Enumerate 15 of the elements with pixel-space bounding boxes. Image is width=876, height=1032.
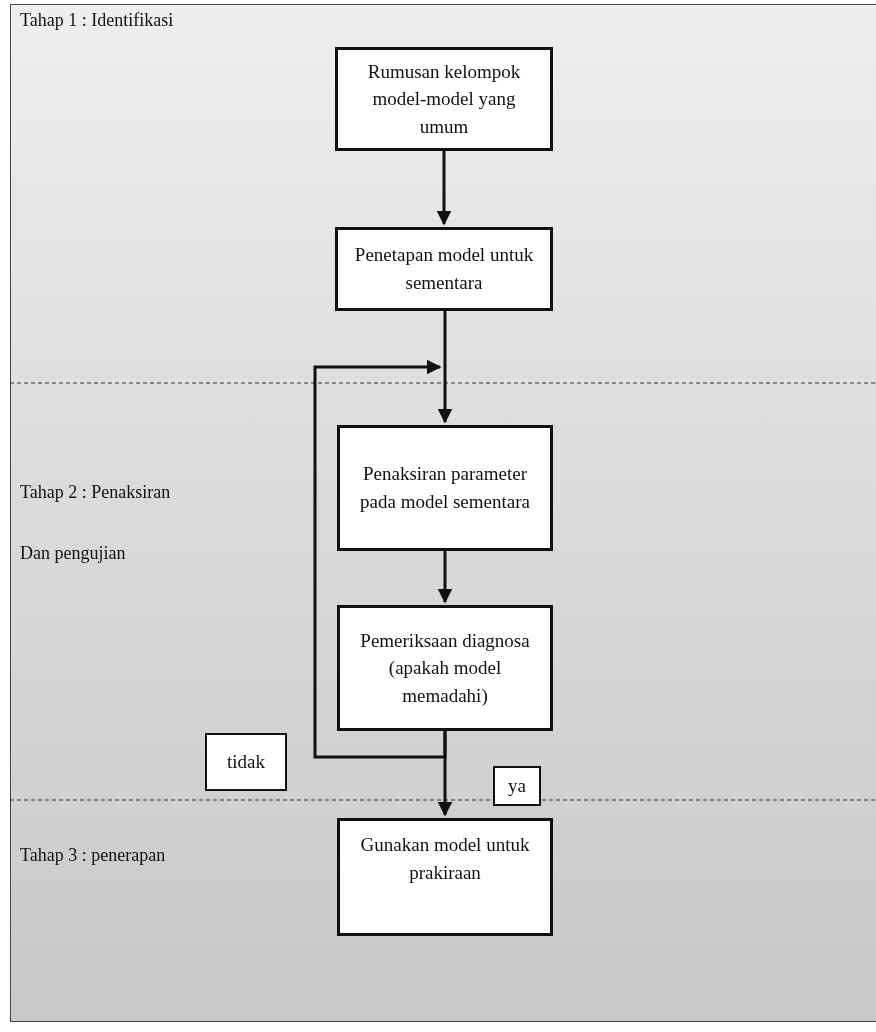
arrow — [437, 311, 453, 424]
arrow — [313, 359, 447, 759]
process-box: Rumusan kelompok model-model yang umum — [335, 47, 553, 151]
process-box: tidak — [205, 733, 287, 791]
stage-label: Tahap 1 : Identifikasi — [20, 10, 174, 31]
stage-label: Tahap 3 : penerapan — [20, 845, 166, 866]
process-box: Penaksiran parameter pada model sementara — [337, 425, 553, 551]
process-box: Gunakan model untuk prakiraan — [337, 818, 553, 936]
process-box: Pemeriksaan diagnosa (apakah model memadahi) — [337, 605, 553, 731]
stage-label: Tahap 2 : Penaksiran — [20, 482, 171, 503]
arrow — [437, 551, 453, 604]
arrow — [436, 151, 452, 226]
process-box: ya — [493, 766, 541, 806]
stage-label: Dan pengujian — [20, 543, 126, 564]
process-box: Penetapan model untuk sementara — [335, 227, 553, 311]
